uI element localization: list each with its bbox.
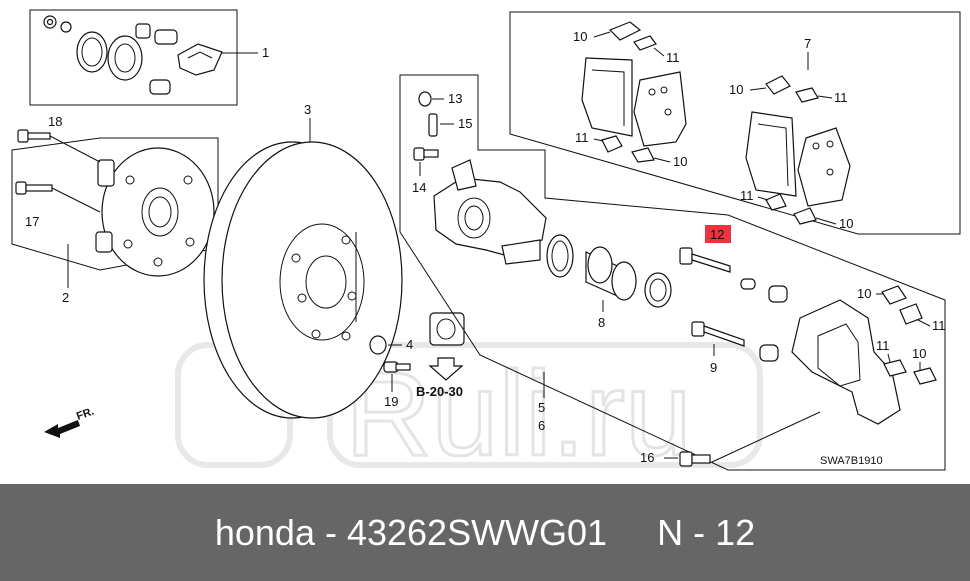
caliper-body: [433, 159, 547, 265]
pin-boot: [740, 278, 788, 303]
callout-5: 5: [538, 400, 545, 415]
forward-arrow: [44, 420, 80, 438]
brake-pad-upper-left: [581, 57, 633, 137]
bolt-17: [15, 181, 53, 195]
seal-kit-box: [29, 9, 238, 106]
callout-10-c: 10: [729, 82, 743, 97]
callout-9: 9: [710, 360, 717, 375]
callout-15: 15: [458, 116, 472, 131]
bolt-14: [413, 147, 439, 161]
callout-11-f: 11: [876, 338, 890, 353]
watermark: Ruli.ru: [175, 342, 763, 483]
caption-bar: honda - 43262SWWG01 N - 12: [0, 484, 970, 581]
forward-label: FR.: [75, 405, 96, 422]
callout-12: 12: [710, 227, 724, 242]
callout-10-b: 10: [673, 154, 687, 169]
callout-10-a: 10: [573, 29, 587, 44]
callout-11-a: 11: [666, 50, 680, 65]
callout-17: 17: [25, 214, 39, 229]
callout-12-highlight: [705, 225, 731, 243]
callout-10-f: 10: [912, 346, 926, 361]
callout-11-b: 11: [575, 130, 589, 145]
callout-10-d: 10: [839, 216, 853, 231]
screw-19: [383, 361, 411, 373]
callout-13: 13: [448, 91, 462, 106]
callout-6: 6: [538, 418, 545, 433]
callout-8: 8: [598, 315, 605, 330]
callout-3: 3: [304, 102, 311, 117]
brake-disc: [203, 141, 403, 419]
diagram-code: SWA7B1910: [820, 455, 883, 467]
pad-clips: [601, 21, 937, 385]
caliper-box: [399, 74, 946, 471]
cap-4: [369, 335, 387, 355]
guide-pin-9: [691, 321, 779, 362]
guide-pin-12: [679, 247, 731, 273]
brake-pad-lower-right: [797, 127, 851, 207]
callout-10-e: 10: [857, 286, 871, 301]
callout-11-c: 11: [834, 90, 848, 105]
brake-pad-upper-right: [633, 71, 687, 147]
caliper-bracket: [791, 299, 901, 425]
piston-8: [585, 246, 637, 301]
bolt-18: [17, 129, 51, 143]
callout-18: 18: [48, 114, 62, 129]
brake-pad-lower-left: [745, 111, 797, 197]
callout-16: 16: [640, 450, 654, 465]
diagram-canvas: Ruli.ru 1 2 18 17: [11, 9, 961, 483]
callout-19: 19: [384, 394, 398, 409]
pads-box: [509, 11, 961, 235]
bleeder-15: [428, 113, 438, 137]
reference-label: B-20-30: [416, 384, 463, 399]
callout-1: 1: [262, 45, 269, 60]
bolt-16: [679, 451, 711, 467]
hub-bearing: [95, 147, 215, 277]
callout-14: 14: [412, 180, 426, 195]
callout-4: 4: [406, 337, 413, 352]
callout-7: 7: [804, 36, 811, 51]
callout-11-d: 11: [740, 188, 754, 203]
cap-13: [418, 91, 432, 107]
parts-diagram: Ruli.ru 1 2 18 17: [11, 9, 961, 483]
seal-kit-parts: [43, 15, 223, 95]
callout-2: 2: [62, 290, 69, 305]
reference-part: [428, 312, 465, 381]
caption-text: honda - 43262SWWG01 N - 12: [214, 512, 756, 553]
piston-seal: [546, 234, 574, 278]
callout-11-e: 11: [932, 318, 946, 333]
piston-boot: [644, 272, 672, 308]
